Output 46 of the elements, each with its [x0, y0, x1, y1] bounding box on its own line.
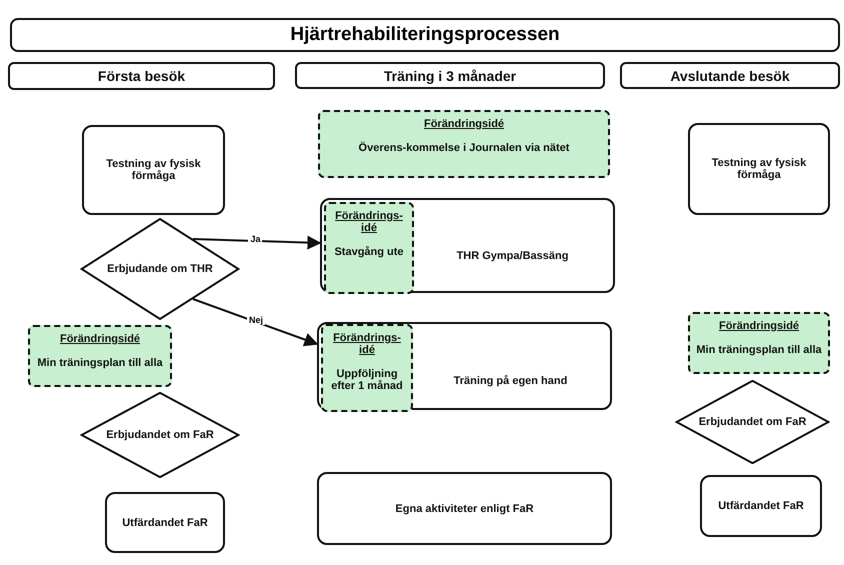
process-box — [688, 123, 830, 215]
note-heading: Förändringsidé — [718, 320, 800, 332]
lane-title: Första besök — [96, 68, 186, 84]
lane-title: Träning i 3 månader — [382, 68, 518, 84]
lane-header — [295, 62, 605, 89]
note-heading: Förändringsidé — [58, 333, 142, 345]
node-text: Uppföljning efter 1 månad — [330, 368, 404, 392]
arrow — [192, 298, 318, 346]
node-text: Utfärdandet FaR — [121, 516, 209, 528]
note-heading: Förändringsidé — [422, 118, 506, 130]
idea-note — [318, 110, 610, 178]
arrow — [192, 236, 322, 250]
decision-diamond — [80, 392, 240, 478]
node-text: Min träningsplan till alla — [36, 357, 164, 369]
process-box — [317, 322, 612, 410]
decision-diamond — [80, 218, 240, 320]
note-heading: Förändrings- idé — [334, 210, 404, 234]
node-text: Min träningsplan till alla — [695, 344, 823, 356]
node-text: THR Gympa/Bassäng — [456, 250, 570, 262]
process-box — [105, 492, 225, 553]
node-text: Egna aktiviteter enligt FaR — [394, 502, 535, 514]
edge-label: Ja — [248, 234, 262, 244]
idea-note — [324, 202, 414, 294]
node-text: Erbjudandet om FaR — [698, 416, 808, 428]
node-text: Testning av fysisk förmåga — [710, 157, 808, 181]
edge-label: Nej — [246, 314, 265, 324]
process-box — [320, 198, 615, 293]
process-box — [317, 472, 612, 545]
idea-note — [688, 312, 830, 374]
process-box — [82, 125, 225, 215]
decision-diamond — [675, 380, 830, 464]
lane-header — [8, 62, 275, 90]
lane-title: Avslutande besök — [669, 68, 791, 84]
node-text: Erbjudandet om FaR — [105, 429, 215, 441]
idea-note — [321, 324, 413, 412]
node-text: Testning av fysisk förmåga — [105, 158, 202, 182]
node-text: Stavgång ute — [333, 246, 405, 258]
node-text: Utfärdandet FaR — [717, 500, 805, 512]
node-text: Erbjudande om THR — [106, 263, 214, 275]
lane-header — [620, 62, 840, 89]
note-heading: Förändrings- idé — [332, 332, 402, 356]
process-box — [700, 475, 822, 537]
idea-note — [28, 325, 172, 387]
node-text: Överens-kommelse i Journalen via nätet — [358, 142, 570, 154]
node-text: Träning på egen hand — [452, 375, 568, 387]
title-band: Hjärtrehabiliteringsprocessen — [10, 18, 840, 52]
